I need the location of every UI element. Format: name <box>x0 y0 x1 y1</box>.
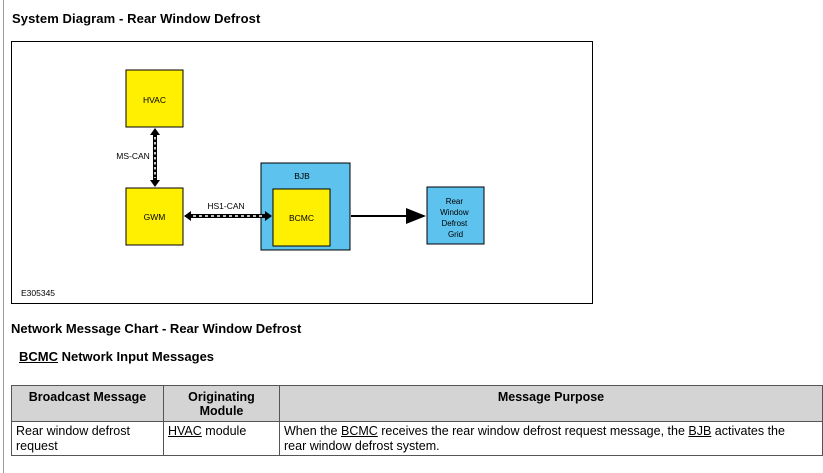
bjb-purpose-link[interactable]: BJB <box>688 424 712 438</box>
purpose-text-b: receives the rear window defrost request… <box>377 424 689 438</box>
input-messages-title-text: Network Input Messages <box>58 349 215 364</box>
header-message-purpose: Message Purpose <box>279 385 823 422</box>
bjb-label: BJB <box>294 171 310 181</box>
hvac-abbreviation-link[interactable]: HVAC <box>168 424 202 438</box>
hs1-can-arrow-left <box>184 211 191 221</box>
header-originating-line-2: Module <box>199 404 244 418</box>
gwm-module-label: GWM <box>144 212 166 222</box>
purpose-text-a: When the <box>284 424 341 438</box>
ms-can-label: MS-CAN <box>116 151 150 161</box>
bcmc-abbreviation-link[interactable]: BCMC <box>19 349 58 364</box>
purpose-text-d: rear window defrost system. <box>284 438 440 453</box>
bcmc-purpose-link[interactable]: BCMC <box>340 424 378 438</box>
defrost-grid-label: Rear Window Defrost Grid <box>440 197 471 239</box>
purpose-text-c: activates the <box>711 424 785 438</box>
system-diagram: HVAC GWM MS-CAN BJB BCMC HS1-CAN Rear Wi… <box>11 41 593 304</box>
ms-can-arrow-down <box>150 180 160 187</box>
figure-id: E305345 <box>21 288 55 298</box>
gwm-module-box <box>125 187 184 246</box>
broadcast-line-1: Rear window defrost <box>16 424 130 438</box>
grid-label-line-4: Grid <box>448 230 463 239</box>
ms-can-arrow-up <box>150 128 160 135</box>
module-suffix: module <box>201 424 247 438</box>
broadcast-line-2: request <box>16 438 58 453</box>
cell-message-purpose: When the BCMC receives the rear window d… <box>279 421 823 456</box>
network-chart-title: Network Message Chart - Rear Window Defr… <box>11 321 302 336</box>
grid-label-line-3: Defrost <box>441 219 468 228</box>
grid-label-line-1: Rear <box>446 197 464 206</box>
bcmc-module-box <box>272 188 331 247</box>
input-messages-title: BCMC Network Input Messages <box>19 349 214 364</box>
bcmc-module-label: BCMC <box>289 213 314 223</box>
defrost-grid-box <box>426 186 485 245</box>
hvac-module-label: HVAC <box>143 95 166 105</box>
header-broadcast-message: Broadcast Message <box>11 385 164 422</box>
grid-label-line-2: Window <box>440 208 469 217</box>
page-title: System Diagram - Rear Window Defrost <box>12 11 261 26</box>
hvac-module-box <box>125 69 184 128</box>
cell-originating-module: HVAC module <box>163 421 280 456</box>
hs1-can-arrow-right <box>265 211 272 221</box>
hs1-can-label: HS1-CAN <box>207 201 244 211</box>
header-originating-line-1: Originating <box>188 390 255 404</box>
left-border-line <box>3 0 4 473</box>
diagram-canvas: HVAC GWM MS-CAN BJB BCMC HS1-CAN Rear Wi… <box>21 69 485 298</box>
